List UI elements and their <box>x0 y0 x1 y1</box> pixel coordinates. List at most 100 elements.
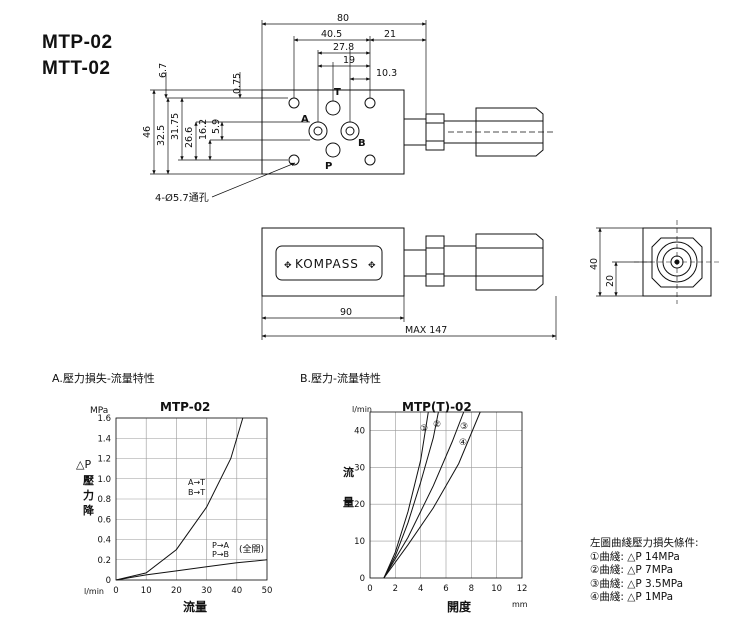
series-line-2 <box>115 559 268 581</box>
dim-90: 90 <box>340 307 352 318</box>
dim-5-9: 5.9 <box>211 119 222 134</box>
x-tick-label: 2 <box>393 584 398 594</box>
svg-text:✥: ✥ <box>284 261 292 271</box>
hole-label: 4-Ø5.7通孔 <box>155 192 209 204</box>
port-label-p: P <box>325 161 332 172</box>
x-tick-label: 50 <box>262 586 273 596</box>
port-a <box>308 121 328 141</box>
curve-legend: 左圖曲綫壓力損失條件: ①曲綫: △P 14MPa ②曲綫: △P 7MPa ③… <box>590 537 699 605</box>
chart-a-ylabel-char: 力 <box>83 488 94 502</box>
y-tick-label: 0.6 <box>97 515 111 525</box>
chart-a-annot-full: (全開) <box>239 543 264 555</box>
dim-27-8: 27.8 <box>333 42 354 53</box>
y-tick-label: 1.4 <box>97 434 111 444</box>
chart-a-xlabel: 流量 <box>183 599 207 614</box>
y-tick-label: 0.8 <box>97 495 111 505</box>
series-line-2 <box>383 411 439 579</box>
dim-10-3: 10.3 <box>376 68 397 79</box>
top-dimensions <box>261 20 427 122</box>
chart-b-x-unit: mm <box>512 600 528 609</box>
chart-a-annot-pa: P→A <box>212 541 230 550</box>
x-tick-label: 0 <box>113 586 118 596</box>
y-tick-label: 0.4 <box>97 536 111 546</box>
y-tick-label: 0 <box>106 576 111 586</box>
port-t <box>325 100 341 116</box>
model-title-mtt: MTT-02 <box>42 58 111 79</box>
series-label-1: ① <box>420 424 428 434</box>
y-tick-label: 40 <box>354 426 365 436</box>
port-label-a: A <box>301 114 309 125</box>
valve-side-view <box>261 227 544 297</box>
dim-19: 19 <box>343 55 355 66</box>
dim-32-5: 32.5 <box>156 125 167 146</box>
chart-b-y-unit: l/min <box>352 405 372 414</box>
x-tick-label: 4 <box>418 584 423 594</box>
chart-a-ylabel-char: 降 <box>83 503 95 517</box>
model-title-mtp: MTP-02 <box>42 32 113 53</box>
chart-a-ylabel-char: 壓 <box>83 474 94 487</box>
legend-title: 左圖曲綫壓力損失條件: <box>590 537 699 549</box>
chart-a-y-unit: MPa <box>90 406 108 416</box>
port-b <box>340 121 360 141</box>
valve-top-view <box>261 89 555 175</box>
y-tick-label: 1.6 <box>97 414 111 424</box>
chart-a-delta-p: △P <box>76 458 91 471</box>
x-tick-label: 10 <box>491 584 502 594</box>
dim-31-75: 31.75 <box>170 113 181 140</box>
x-tick-label: 6 <box>443 584 448 594</box>
top-dimension-labels: 80 40.5 21 27.8 19 10.3 <box>321 13 397 79</box>
port-labels: T A B P <box>301 87 366 172</box>
dim-16-2: 16.2 <box>198 119 209 140</box>
series-line-1 <box>383 411 429 579</box>
legend-item: ③曲綫: △P 3.5MPa <box>590 577 684 590</box>
series-label-3: ③ <box>460 422 468 432</box>
valve-body <box>261 89 405 175</box>
caption-b: B.壓力-流量特性 <box>300 372 382 385</box>
chart-a-annot-at: A→T <box>188 478 205 487</box>
chart-b-ylabel-char: 量 <box>343 496 354 509</box>
dim-0-75: 0.75 <box>232 73 243 94</box>
caption-a: A.壓力損失-流量特性 <box>52 372 155 385</box>
svg-text:✥: ✥ <box>368 261 376 271</box>
y-tick-label: 30 <box>354 463 365 473</box>
dim-26-6: 26.6 <box>184 127 195 148</box>
x-tick-label: 30 <box>201 586 212 596</box>
x-tick-label: 0 <box>367 584 372 594</box>
port-label-t: T <box>334 87 341 98</box>
x-tick-label: 12 <box>517 584 528 594</box>
dim-46: 46 <box>142 126 153 138</box>
plot-frame <box>115 417 268 581</box>
y-tick-label: 0.2 <box>97 556 111 566</box>
x-tick-label: 40 <box>231 586 242 596</box>
legend-item: ④曲綫: △P 1MPa <box>590 591 674 603</box>
port-p <box>325 142 341 158</box>
series-label-2: ② <box>433 420 441 430</box>
dim-40-5: 40.5 <box>321 29 342 40</box>
y-tick-label: 0 <box>360 574 365 584</box>
side-dimensions <box>261 296 557 340</box>
mount-hole <box>288 97 300 109</box>
series-line-4 <box>383 411 481 579</box>
left-dimension-labels: 6.7 0.75 46 32.5 31.75 26.6 16.2 5.9 <box>142 63 243 148</box>
y-tick-label: 1.0 <box>97 475 111 485</box>
dim-6-7: 6.7 <box>158 63 169 78</box>
legend-item: ②曲綫: △P 7MPa <box>590 564 674 576</box>
legend-item: ①曲綫: △P 14MPa <box>590 550 680 563</box>
dim-21: 21 <box>384 29 396 40</box>
hole-callout: 4-Ø5.7通孔 <box>155 162 296 204</box>
chart-a-annot-pb: P→B <box>212 550 229 559</box>
series-label-4: ④ <box>459 438 467 448</box>
series-line-1 <box>115 417 244 581</box>
mount-hole <box>364 97 376 109</box>
dim-max-147: MAX 147 <box>405 325 447 336</box>
adjuster-stem <box>403 118 427 146</box>
brand-plate: ✥ KOMPASS ✥ <box>284 257 376 271</box>
chart-a-annot-bt: B→T <box>188 488 205 497</box>
y-tick-label: 1.2 <box>97 455 111 465</box>
chart-pressure-loss: MTP-02 MPa l/min 流量 △P A→T B→T P→A P→B (… <box>76 400 272 614</box>
dim-20: 20 <box>605 275 616 287</box>
brand-label: KOMPASS <box>295 257 359 271</box>
y-tick-label: 20 <box>354 500 365 510</box>
